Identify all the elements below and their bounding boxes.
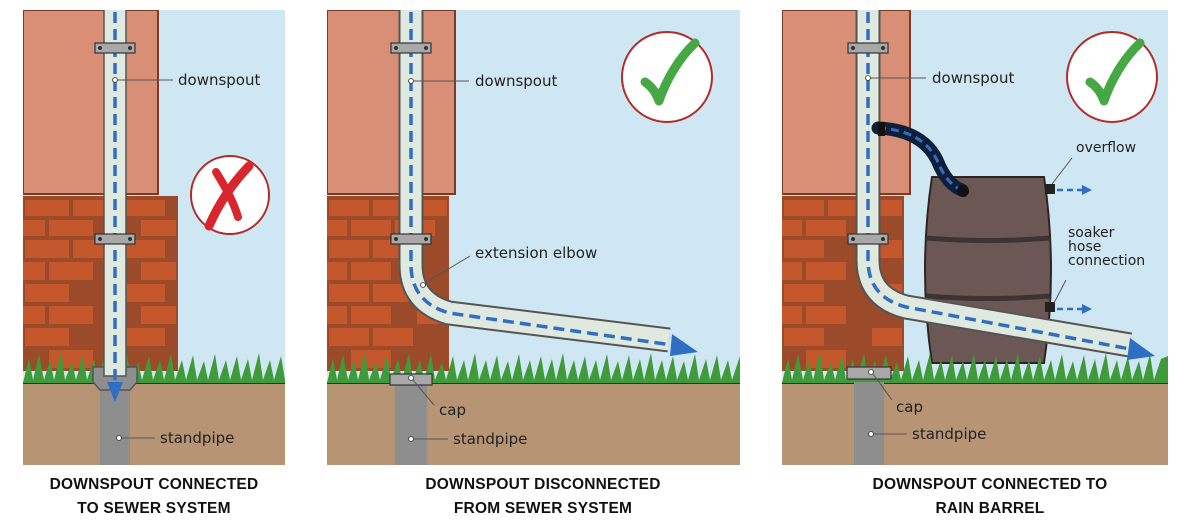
- label-downspout: downspout: [178, 71, 260, 89]
- caption-rain-barrel: DOWNSPOUT CONNECTED TO RAIN BARREL: [830, 473, 1150, 521]
- house-wall: [782, 10, 911, 195]
- label-downspout: downspout: [475, 72, 557, 90]
- water-flow: [866, 12, 1131, 351]
- ground: [782, 383, 1168, 465]
- caption-line2: RAIN BARREL: [935, 500, 1045, 517]
- label-soaker-line2: hose: [1068, 239, 1101, 255]
- label-soaker-line3: connection: [1068, 253, 1145, 269]
- caption-line2: FROM SEWER SYSTEM: [453, 500, 633, 517]
- grass: [23, 352, 285, 383]
- pipe-bracket: [847, 42, 889, 245]
- grass: [782, 352, 1168, 383]
- panel-sewer: downspout standpipe: [23, 10, 285, 465]
- label-cap: cap: [439, 401, 466, 419]
- house-wall: [23, 10, 159, 195]
- label-standpipe: standpipe: [160, 429, 234, 447]
- label-extension-elbow: extension elbow: [475, 244, 597, 262]
- standpipe: [395, 382, 427, 465]
- label-overflow: overflow: [1076, 140, 1136, 156]
- caption-sewer: DOWNSPOUT CONNECTED TO SEWER SYSTEM: [3, 473, 305, 521]
- caption-line2: TO SEWER SYSTEM: [77, 500, 231, 517]
- panel-disconnected: downspout extension elbow cap standpipe: [327, 10, 740, 465]
- check-mark-icon: [621, 31, 713, 123]
- label-cap: cap: [896, 398, 923, 416]
- x-mark-icon: [190, 155, 270, 235]
- pipe-bracket: [390, 42, 432, 245]
- brick-wall: [23, 196, 178, 371]
- house-wall: [327, 10, 456, 195]
- panel-rain-barrel: downspout overflow soaker hose connectio…: [782, 10, 1168, 465]
- label-standpipe: standpipe: [912, 425, 986, 443]
- brick-wall: [327, 196, 449, 371]
- check-mark-icon: [1066, 31, 1158, 123]
- pipe-bracket: [94, 42, 136, 245]
- caption-line1: DOWNSPOUT DISCONNECTED: [425, 476, 661, 493]
- ground: [327, 383, 740, 465]
- label-downspout: downspout: [932, 69, 1014, 87]
- caption-disconnected: DOWNSPOUT DISCONNECTED FROM SEWER SYSTEM: [383, 473, 703, 521]
- ground: [23, 383, 285, 465]
- label-standpipe: standpipe: [453, 430, 527, 448]
- diverter-hose: [871, 121, 969, 197]
- caption-line1: DOWNSPOUT CONNECTED: [49, 476, 259, 493]
- caption-line1: DOWNSPOUT CONNECTED TO: [872, 476, 1108, 493]
- standpipe: [854, 382, 884, 465]
- label-soaker-line1: soaker: [1068, 225, 1115, 241]
